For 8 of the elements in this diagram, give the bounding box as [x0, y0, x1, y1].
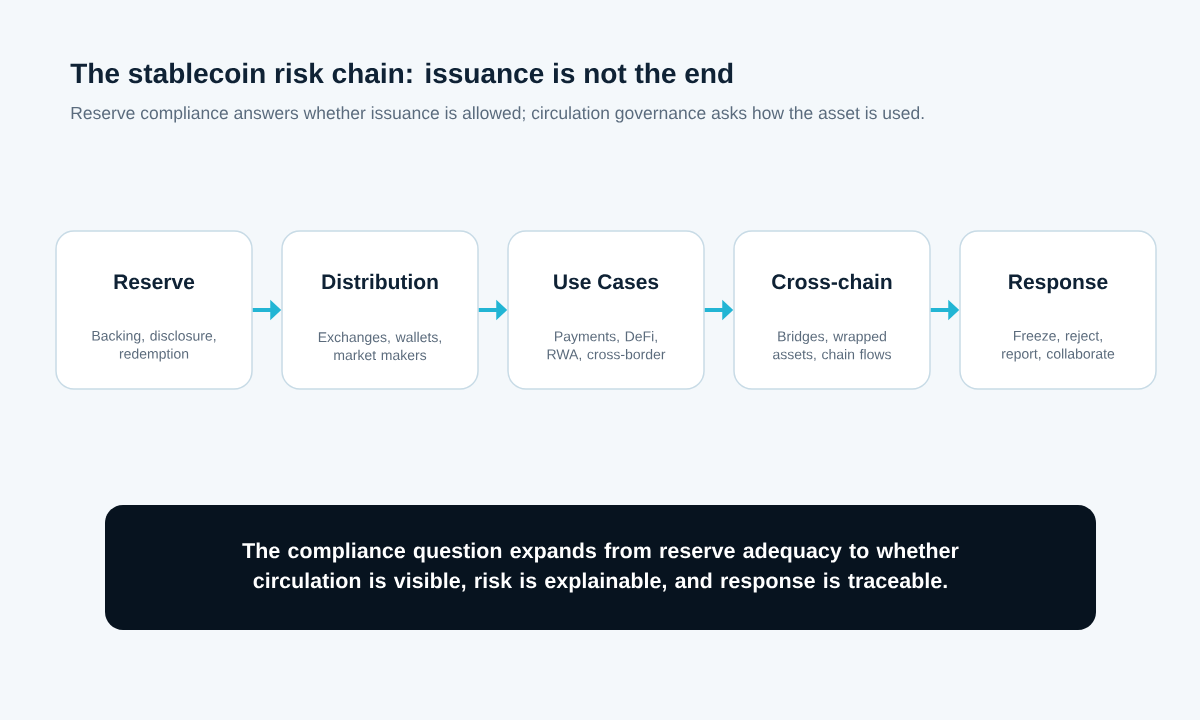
summary-banner: The compliance question expands from reserve adequacy to whether circulation is visible, risk is explainable, and response is traceable.: [105, 505, 1096, 630]
process-box: Reserve Backing, disclosure, redemption: [55, 230, 253, 390]
process-box: Cross-chain Bridges, wrapped assets, chain flows: [733, 230, 931, 390]
process-box: Response Freeze, reject, report, collaborate: [959, 230, 1157, 390]
title: The stablecoin risk chain: issuance is not the end: [70, 62, 733, 84]
subtitle: Reserve compliance answers whether issuance is allowed; circulation governance asks how the asset is used.: [71, 106, 924, 123]
process-box: Distribution Exchanges, wallets, market makers: [281, 230, 479, 390]
process-box: Use Cases Payments, DeFi, RWA, cross-border: [507, 230, 705, 390]
